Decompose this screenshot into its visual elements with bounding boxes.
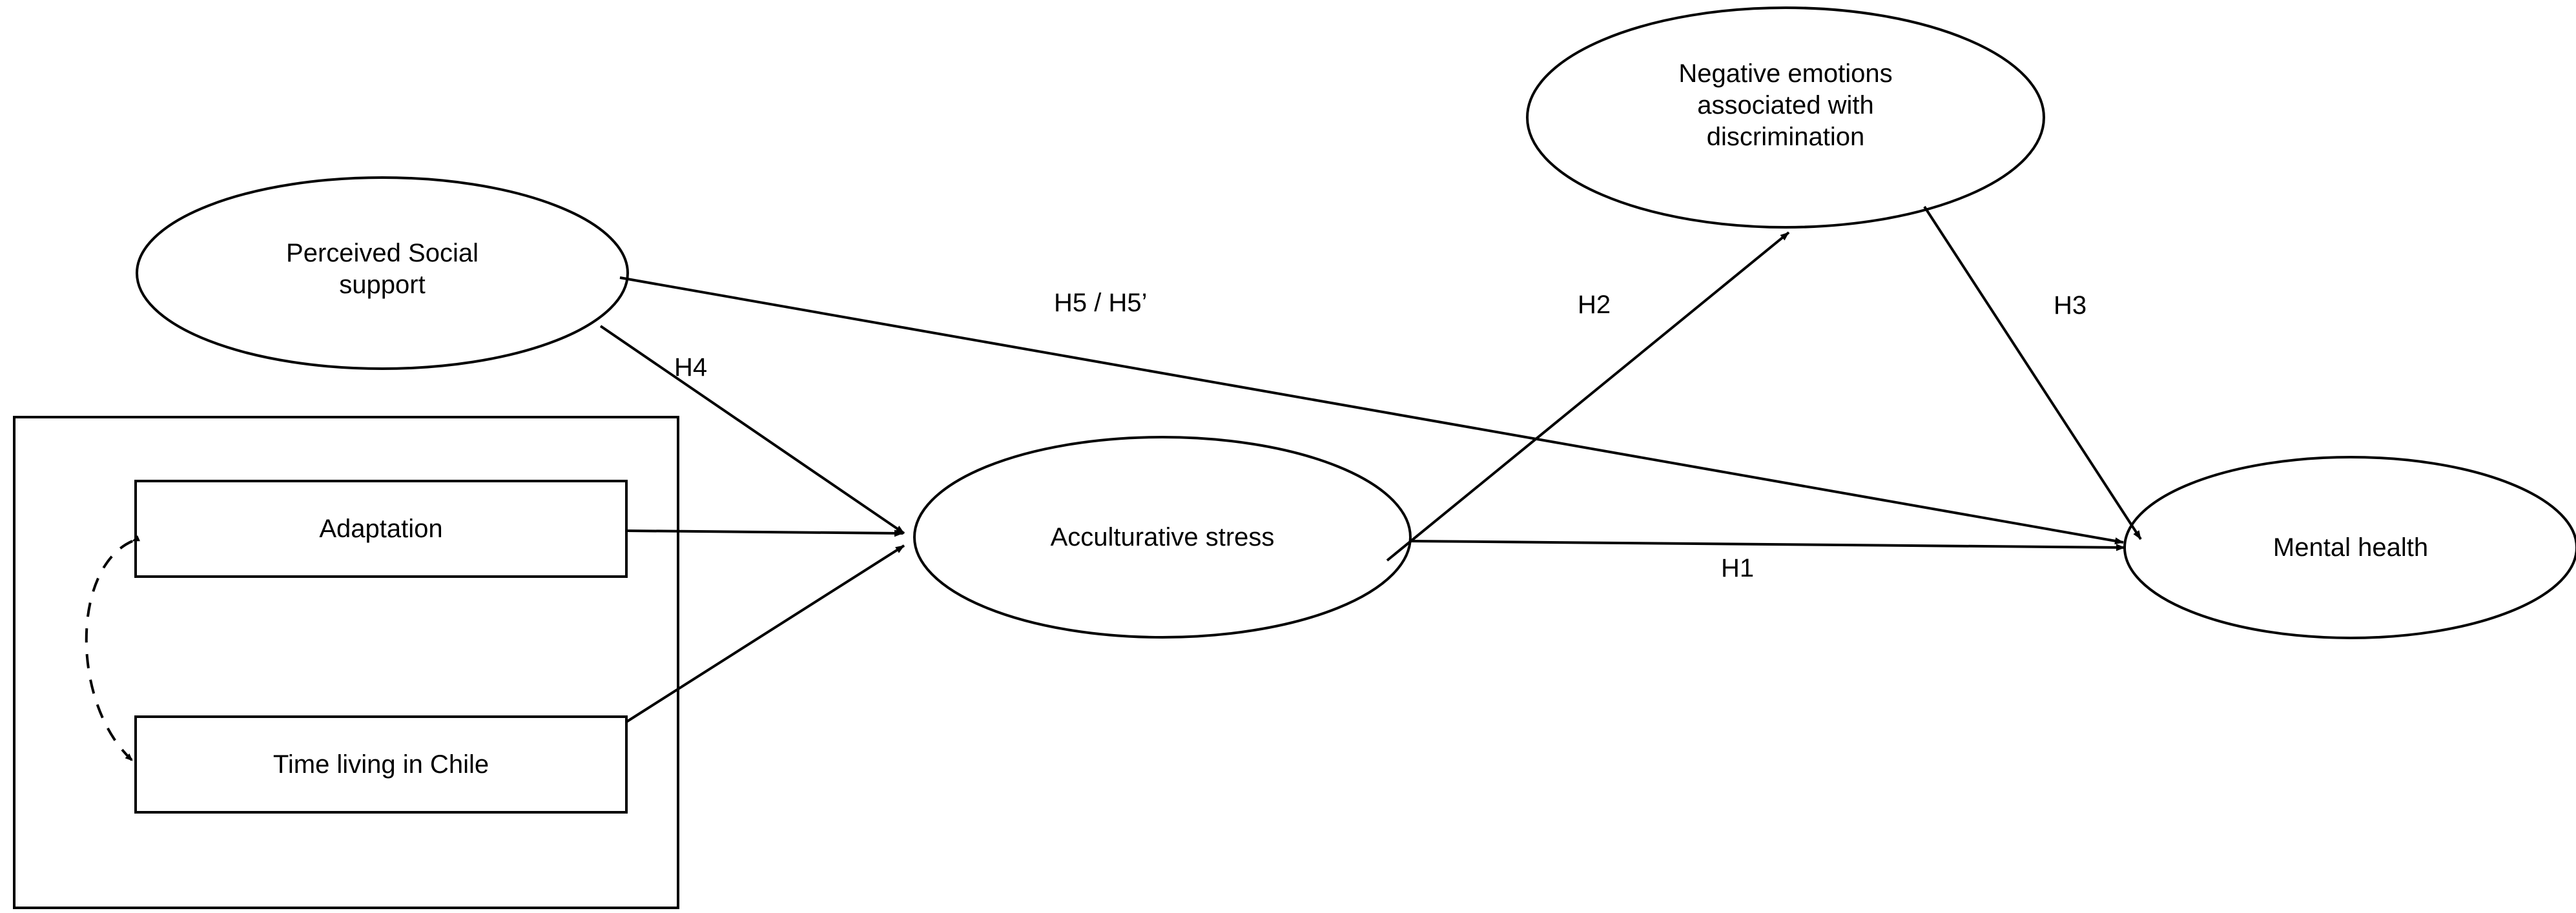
node-mental-health — [2123, 456, 2576, 639]
edge-support-to-mental-health — [619, 276, 2124, 545]
edge-adaptation-to-stress — [626, 529, 903, 537]
node-acculturative-stress — [913, 436, 1412, 639]
edge-support-to-stress — [599, 325, 905, 535]
node-negative-emotions — [1526, 6, 2045, 229]
edge-adaptation-time-covariance — [85, 535, 141, 762]
node-adaptation — [134, 480, 628, 578]
edge-stress-to-mental-health — [1410, 540, 2125, 551]
edge-time-to-stress — [625, 544, 905, 723]
exogenous-group-box — [13, 416, 679, 909]
edge-stress-to-negative-emotions — [1386, 231, 1790, 562]
edge-negative-emotions-to-mental-health — [1923, 205, 2142, 540]
node-perceived-social-support — [136, 176, 629, 370]
node-time-living-in-chile — [134, 715, 628, 814]
